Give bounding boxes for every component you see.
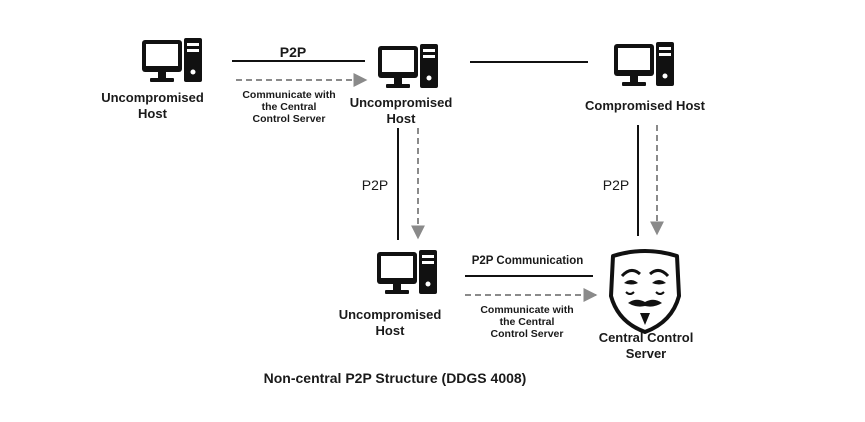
diagram-caption: Non-central P2P Structure (DDGS 4008) [263,370,527,386]
edge-label-p2p-vertical-left: P2P [361,177,389,193]
host-left-label: Uncompromised Host [101,90,204,121]
host-compromised-icon [614,42,674,86]
edge-label-p2p-top: P2P [279,44,307,60]
host-left-icon [142,38,202,82]
edge-label-p2p-communication: P2P Communication [471,255,584,267]
edge-label-comm-top: Communicate with the Central Control Ser… [242,89,336,125]
host-bottom-label: Uncompromised Host [338,307,442,338]
edge-label-p2p-vertical-right: P2P [602,177,630,193]
server-label: Central Control Server [598,330,694,361]
server-mask-icon [609,249,681,334]
host-center-icon [378,44,438,88]
host-center-label: Uncompromised Host [349,95,453,126]
edge-label-comm-bottom: Communicate with the Central Control Ser… [480,304,574,340]
host-bottom-icon [377,250,437,294]
host-compromised-label: Compromised Host [585,98,705,113]
